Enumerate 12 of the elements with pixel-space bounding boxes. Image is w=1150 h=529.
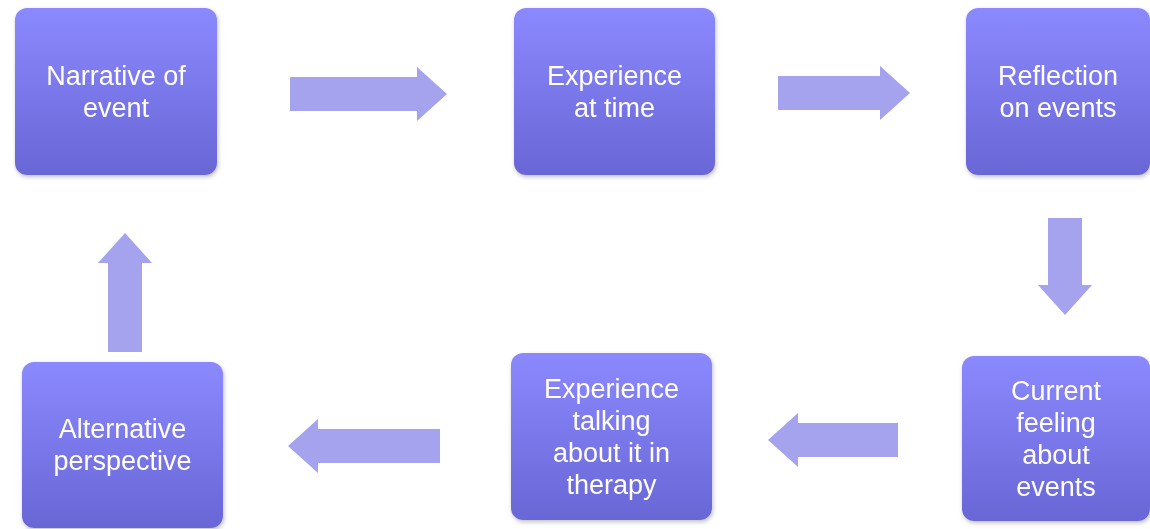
box-label: Alternative perspective xyxy=(52,413,193,477)
box-label: Current feeling about events xyxy=(1010,374,1102,503)
process-box xyxy=(22,362,223,528)
box-label: Narrative of event xyxy=(45,59,187,124)
process-box xyxy=(511,353,712,520)
box-label: Experience talking about it in therapy xyxy=(542,372,681,501)
box-label: Experience at time xyxy=(545,59,684,124)
box-label: Reflection on events xyxy=(996,59,1120,124)
process-box xyxy=(15,8,217,175)
process-box xyxy=(514,8,715,175)
process-box xyxy=(966,8,1150,175)
process-box xyxy=(962,356,1150,521)
